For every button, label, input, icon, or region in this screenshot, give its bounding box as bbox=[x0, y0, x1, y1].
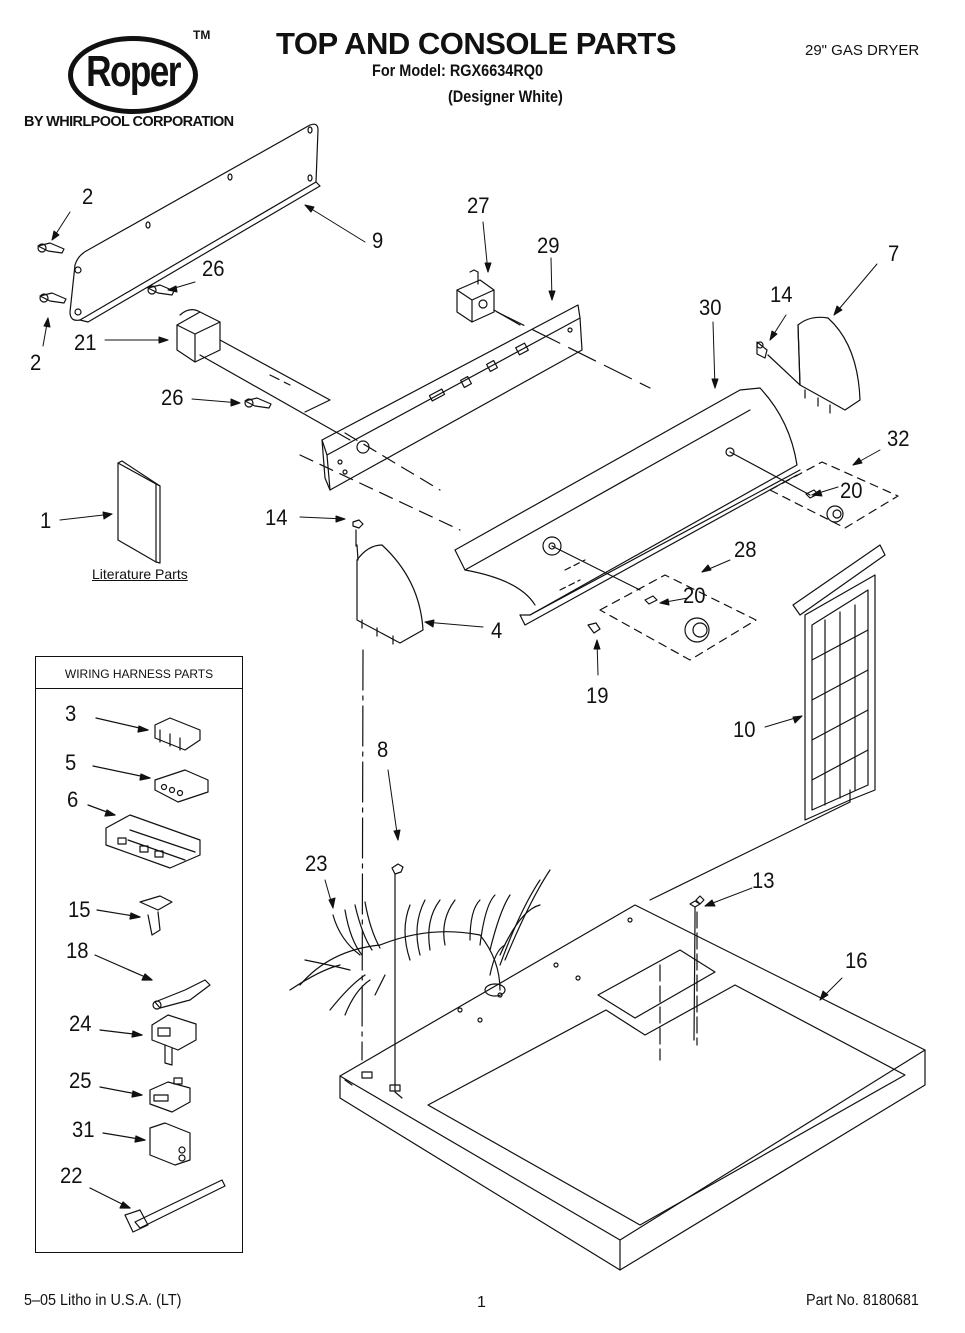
callout-25: 25 bbox=[69, 1068, 92, 1093]
console-panel-part bbox=[455, 388, 810, 625]
page-title: TOP AND CONSOLE PARTS bbox=[276, 26, 677, 61]
callout-10: 10 bbox=[733, 717, 756, 742]
switch-part bbox=[457, 270, 520, 325]
timer-part bbox=[177, 310, 350, 440]
callout-8: 8 bbox=[377, 737, 389, 762]
wiring-harness-panel bbox=[35, 656, 243, 1253]
callout-32: 32 bbox=[887, 426, 910, 451]
right-endcap-part bbox=[757, 317, 860, 413]
callout-18: 18 bbox=[66, 938, 89, 963]
page-number: 1 bbox=[477, 1294, 486, 1311]
callout-16: 16 bbox=[845, 948, 868, 973]
literature-parts-label: Literature Parts bbox=[92, 566, 188, 582]
callout-22: 22 bbox=[60, 1163, 83, 1188]
wire-harness-part bbox=[290, 864, 550, 1090]
screw-part bbox=[38, 243, 271, 408]
callout-28: 28 bbox=[734, 537, 757, 562]
callout-20: 20 bbox=[840, 478, 863, 503]
callout-14: 14 bbox=[770, 282, 793, 307]
leader-lines bbox=[43, 205, 880, 1000]
callout-13: 13 bbox=[752, 868, 775, 893]
callout-26: 26 bbox=[161, 385, 184, 410]
model-number: For Model: RGX6634RQ0 bbox=[372, 61, 544, 80]
top-panel-part bbox=[340, 896, 925, 1270]
harness-small-parts bbox=[88, 718, 225, 1232]
callout-2: 2 bbox=[30, 350, 42, 375]
console-frame-part bbox=[300, 305, 650, 530]
product-type: 29" GAS DRYER bbox=[805, 42, 920, 59]
lint-screen-part bbox=[650, 545, 885, 900]
print-info: 5–05 Litho in U.S.A. (LT) bbox=[24, 1292, 182, 1309]
callout-23: 23 bbox=[305, 851, 328, 876]
knob-assembly-part bbox=[588, 462, 898, 660]
console-back-panel-part bbox=[70, 124, 320, 322]
callout-2: 2 bbox=[82, 184, 94, 209]
callout-9: 9 bbox=[372, 228, 384, 253]
callout-4: 4 bbox=[491, 618, 503, 643]
callout-27: 27 bbox=[467, 193, 490, 218]
part-number: Part No. 8180681 bbox=[806, 1292, 919, 1309]
callout-30: 30 bbox=[699, 295, 722, 320]
callout-26: 26 bbox=[202, 256, 225, 281]
callout-31: 31 bbox=[72, 1117, 95, 1142]
callout-6: 6 bbox=[67, 787, 79, 812]
callout-15: 15 bbox=[68, 897, 91, 922]
callout-20: 20 bbox=[683, 583, 706, 608]
screw-part bbox=[690, 901, 700, 1040]
callout-21: 21 bbox=[74, 330, 97, 355]
model-variant: (Designer White) bbox=[448, 87, 563, 106]
callout-19: 19 bbox=[586, 683, 609, 708]
wiring-harness-heading: WIRING HARNESS PARTS bbox=[35, 656, 243, 689]
literature-part bbox=[118, 461, 160, 563]
callout-14: 14 bbox=[265, 505, 288, 530]
brand-logo-oval bbox=[68, 36, 198, 114]
brand-byline: BY WHIRLPOOL CORPORATION bbox=[24, 114, 234, 130]
trademark-mark: TM bbox=[193, 28, 211, 42]
callout-5: 5 bbox=[65, 750, 77, 775]
left-endcap-part bbox=[353, 520, 423, 1060]
callout-1: 1 bbox=[40, 508, 52, 533]
callout-24: 24 bbox=[69, 1011, 92, 1036]
brand-logo: Roper bbox=[86, 47, 181, 96]
callout-7: 7 bbox=[888, 241, 900, 266]
callout-3: 3 bbox=[65, 701, 77, 726]
callout-29: 29 bbox=[537, 233, 560, 258]
